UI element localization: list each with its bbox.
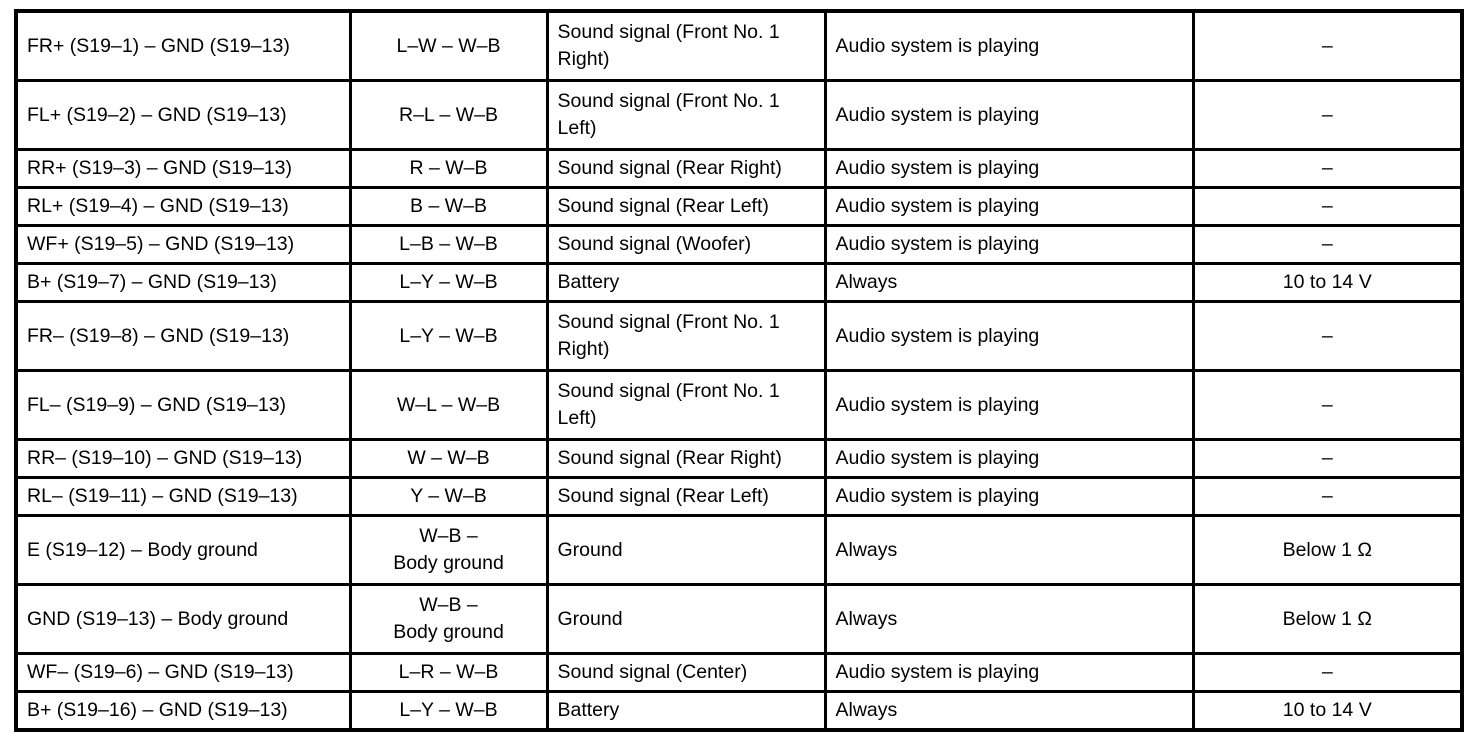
table-row: WF– (S19–6) – GND (S19–13) L–R – W–B Sou…	[14, 652, 1464, 693]
cell-wiring-color: L–Y – W–B	[348, 262, 549, 303]
cell-specified-value: –	[1191, 438, 1464, 479]
cell-tester-connection: WF– (S19–6) – GND (S19–13)	[14, 652, 352, 693]
table-row: FR– (S19–8) – GND (S19–13) L–Y – W–B Sou…	[14, 300, 1464, 372]
cell-signal: Sound signal (Front No. 1 Left)	[545, 369, 827, 441]
cell-signal: Battery	[545, 690, 827, 732]
cell-specified-value: –	[1191, 300, 1464, 372]
table-row: B+ (S19–16) – GND (S19–13) L–Y – W–B Bat…	[14, 690, 1464, 732]
cell-wiring-color: R–L – W–B	[348, 79, 549, 151]
cell-specified-value: –	[1191, 9, 1464, 82]
cell-wiring-color: W–B – Body ground	[348, 583, 549, 655]
table-row: RL– (S19–11) – GND (S19–13) Y – W–B Soun…	[14, 476, 1464, 517]
cell-condition: Always	[823, 514, 1195, 586]
table-row: FL+ (S19–2) – GND (S19–13) R–L – W–B Sou…	[14, 79, 1464, 151]
cell-signal: Sound signal (Front No. 1 Right)	[545, 300, 827, 372]
cell-wiring-color: W–L – W–B	[348, 369, 549, 441]
cell-tester-connection: B+ (S19–7) – GND (S19–13)	[14, 262, 352, 303]
cell-specified-value: Below 1 Ω	[1191, 514, 1464, 586]
cell-condition: Audio system is playing	[823, 476, 1195, 517]
cell-signal: Sound signal (Rear Left)	[545, 476, 827, 517]
cell-tester-connection: RR+ (S19–3) – GND (S19–13)	[14, 148, 352, 189]
cell-signal: Sound signal (Front No. 1 Right)	[545, 9, 827, 82]
cell-tester-connection: RL– (S19–11) – GND (S19–13)	[14, 476, 352, 517]
cell-condition: Audio system is playing	[823, 9, 1195, 82]
table-row: RR+ (S19–3) – GND (S19–13) R – W–B Sound…	[14, 148, 1464, 189]
cell-tester-connection: RR– (S19–10) – GND (S19–13)	[14, 438, 352, 479]
cell-wiring-color: L–Y – W–B	[348, 300, 549, 372]
cell-condition: Audio system is playing	[823, 438, 1195, 479]
cell-signal: Sound signal (Rear Right)	[545, 438, 827, 479]
cell-signal: Ground	[545, 583, 827, 655]
cell-tester-connection: FL+ (S19–2) – GND (S19–13)	[14, 79, 352, 151]
terminal-spec-table: FR+ (S19–1) – GND (S19–13) L–W – W–B Sou…	[14, 9, 1464, 732]
table-row: GND (S19–13) – Body ground W–B – Body gr…	[14, 583, 1464, 655]
cell-condition: Audio system is playing	[823, 652, 1195, 693]
table-row: B+ (S19–7) – GND (S19–13) L–Y – W–B Batt…	[14, 262, 1464, 303]
table-row: WF+ (S19–5) – GND (S19–13) L–B – W–B Sou…	[14, 224, 1464, 265]
cell-specified-value: –	[1191, 79, 1464, 151]
cell-tester-connection: FR– (S19–8) – GND (S19–13)	[14, 300, 352, 372]
cell-tester-connection: E (S19–12) – Body ground	[14, 514, 352, 586]
cell-condition: Always	[823, 690, 1195, 732]
cell-specified-value: 10 to 14 V	[1191, 262, 1464, 303]
cell-tester-connection: GND (S19–13) – Body ground	[14, 583, 352, 655]
cell-specified-value: –	[1191, 652, 1464, 693]
cell-signal: Sound signal (Front No. 1 Left)	[545, 79, 827, 151]
cell-wiring-color: R – W–B	[348, 148, 549, 189]
table-row: FR+ (S19–1) – GND (S19–13) L–W – W–B Sou…	[14, 9, 1464, 82]
cell-signal: Sound signal (Center)	[545, 652, 827, 693]
cell-tester-connection: FL– (S19–9) – GND (S19–13)	[14, 369, 352, 441]
table-row: FL– (S19–9) – GND (S19–13) W–L – W–B Sou…	[14, 369, 1464, 441]
cell-wiring-color: L–W – W–B	[348, 9, 549, 82]
cell-condition: Audio system is playing	[823, 369, 1195, 441]
cell-condition: Always	[823, 262, 1195, 303]
cell-wiring-color: W – W–B	[348, 438, 549, 479]
cell-specified-value: –	[1191, 476, 1464, 517]
cell-wiring-color: B – W–B	[348, 186, 549, 227]
cell-tester-connection: FR+ (S19–1) – GND (S19–13)	[14, 9, 352, 82]
cell-wiring-color: W–B – Body ground	[348, 514, 549, 586]
cell-condition: Audio system is playing	[823, 79, 1195, 151]
cell-wiring-color: L–B – W–B	[348, 224, 549, 265]
cell-condition: Audio system is playing	[823, 224, 1195, 265]
cell-signal: Sound signal (Rear Right)	[545, 148, 827, 189]
cell-condition: Audio system is playing	[823, 148, 1195, 189]
cell-specified-value: –	[1191, 224, 1464, 265]
cell-specified-value: –	[1191, 186, 1464, 227]
cell-specified-value: 10 to 14 V	[1191, 690, 1464, 732]
cell-specified-value: Below 1 Ω	[1191, 583, 1464, 655]
cell-condition: Audio system is playing	[823, 300, 1195, 372]
table-row: E (S19–12) – Body ground W–B – Body grou…	[14, 514, 1464, 586]
cell-specified-value: –	[1191, 369, 1464, 441]
cell-condition: Always	[823, 583, 1195, 655]
cell-tester-connection: WF+ (S19–5) – GND (S19–13)	[14, 224, 352, 265]
cell-wiring-color: Y – W–B	[348, 476, 549, 517]
cell-specified-value: –	[1191, 148, 1464, 189]
cell-signal: Ground	[545, 514, 827, 586]
cell-signal: Sound signal (Rear Left)	[545, 186, 827, 227]
cell-condition: Audio system is playing	[823, 186, 1195, 227]
cell-wiring-color: L–Y – W–B	[348, 690, 549, 732]
cell-tester-connection: RL+ (S19–4) – GND (S19–13)	[14, 186, 352, 227]
table-row: RL+ (S19–4) – GND (S19–13) B – W–B Sound…	[14, 186, 1464, 227]
cell-tester-connection: B+ (S19–16) – GND (S19–13)	[14, 690, 352, 732]
table-row: RR– (S19–10) – GND (S19–13) W – W–B Soun…	[14, 438, 1464, 479]
cell-wiring-color: L–R – W–B	[348, 652, 549, 693]
cell-signal: Battery	[545, 262, 827, 303]
cell-signal: Sound signal (Woofer)	[545, 224, 827, 265]
